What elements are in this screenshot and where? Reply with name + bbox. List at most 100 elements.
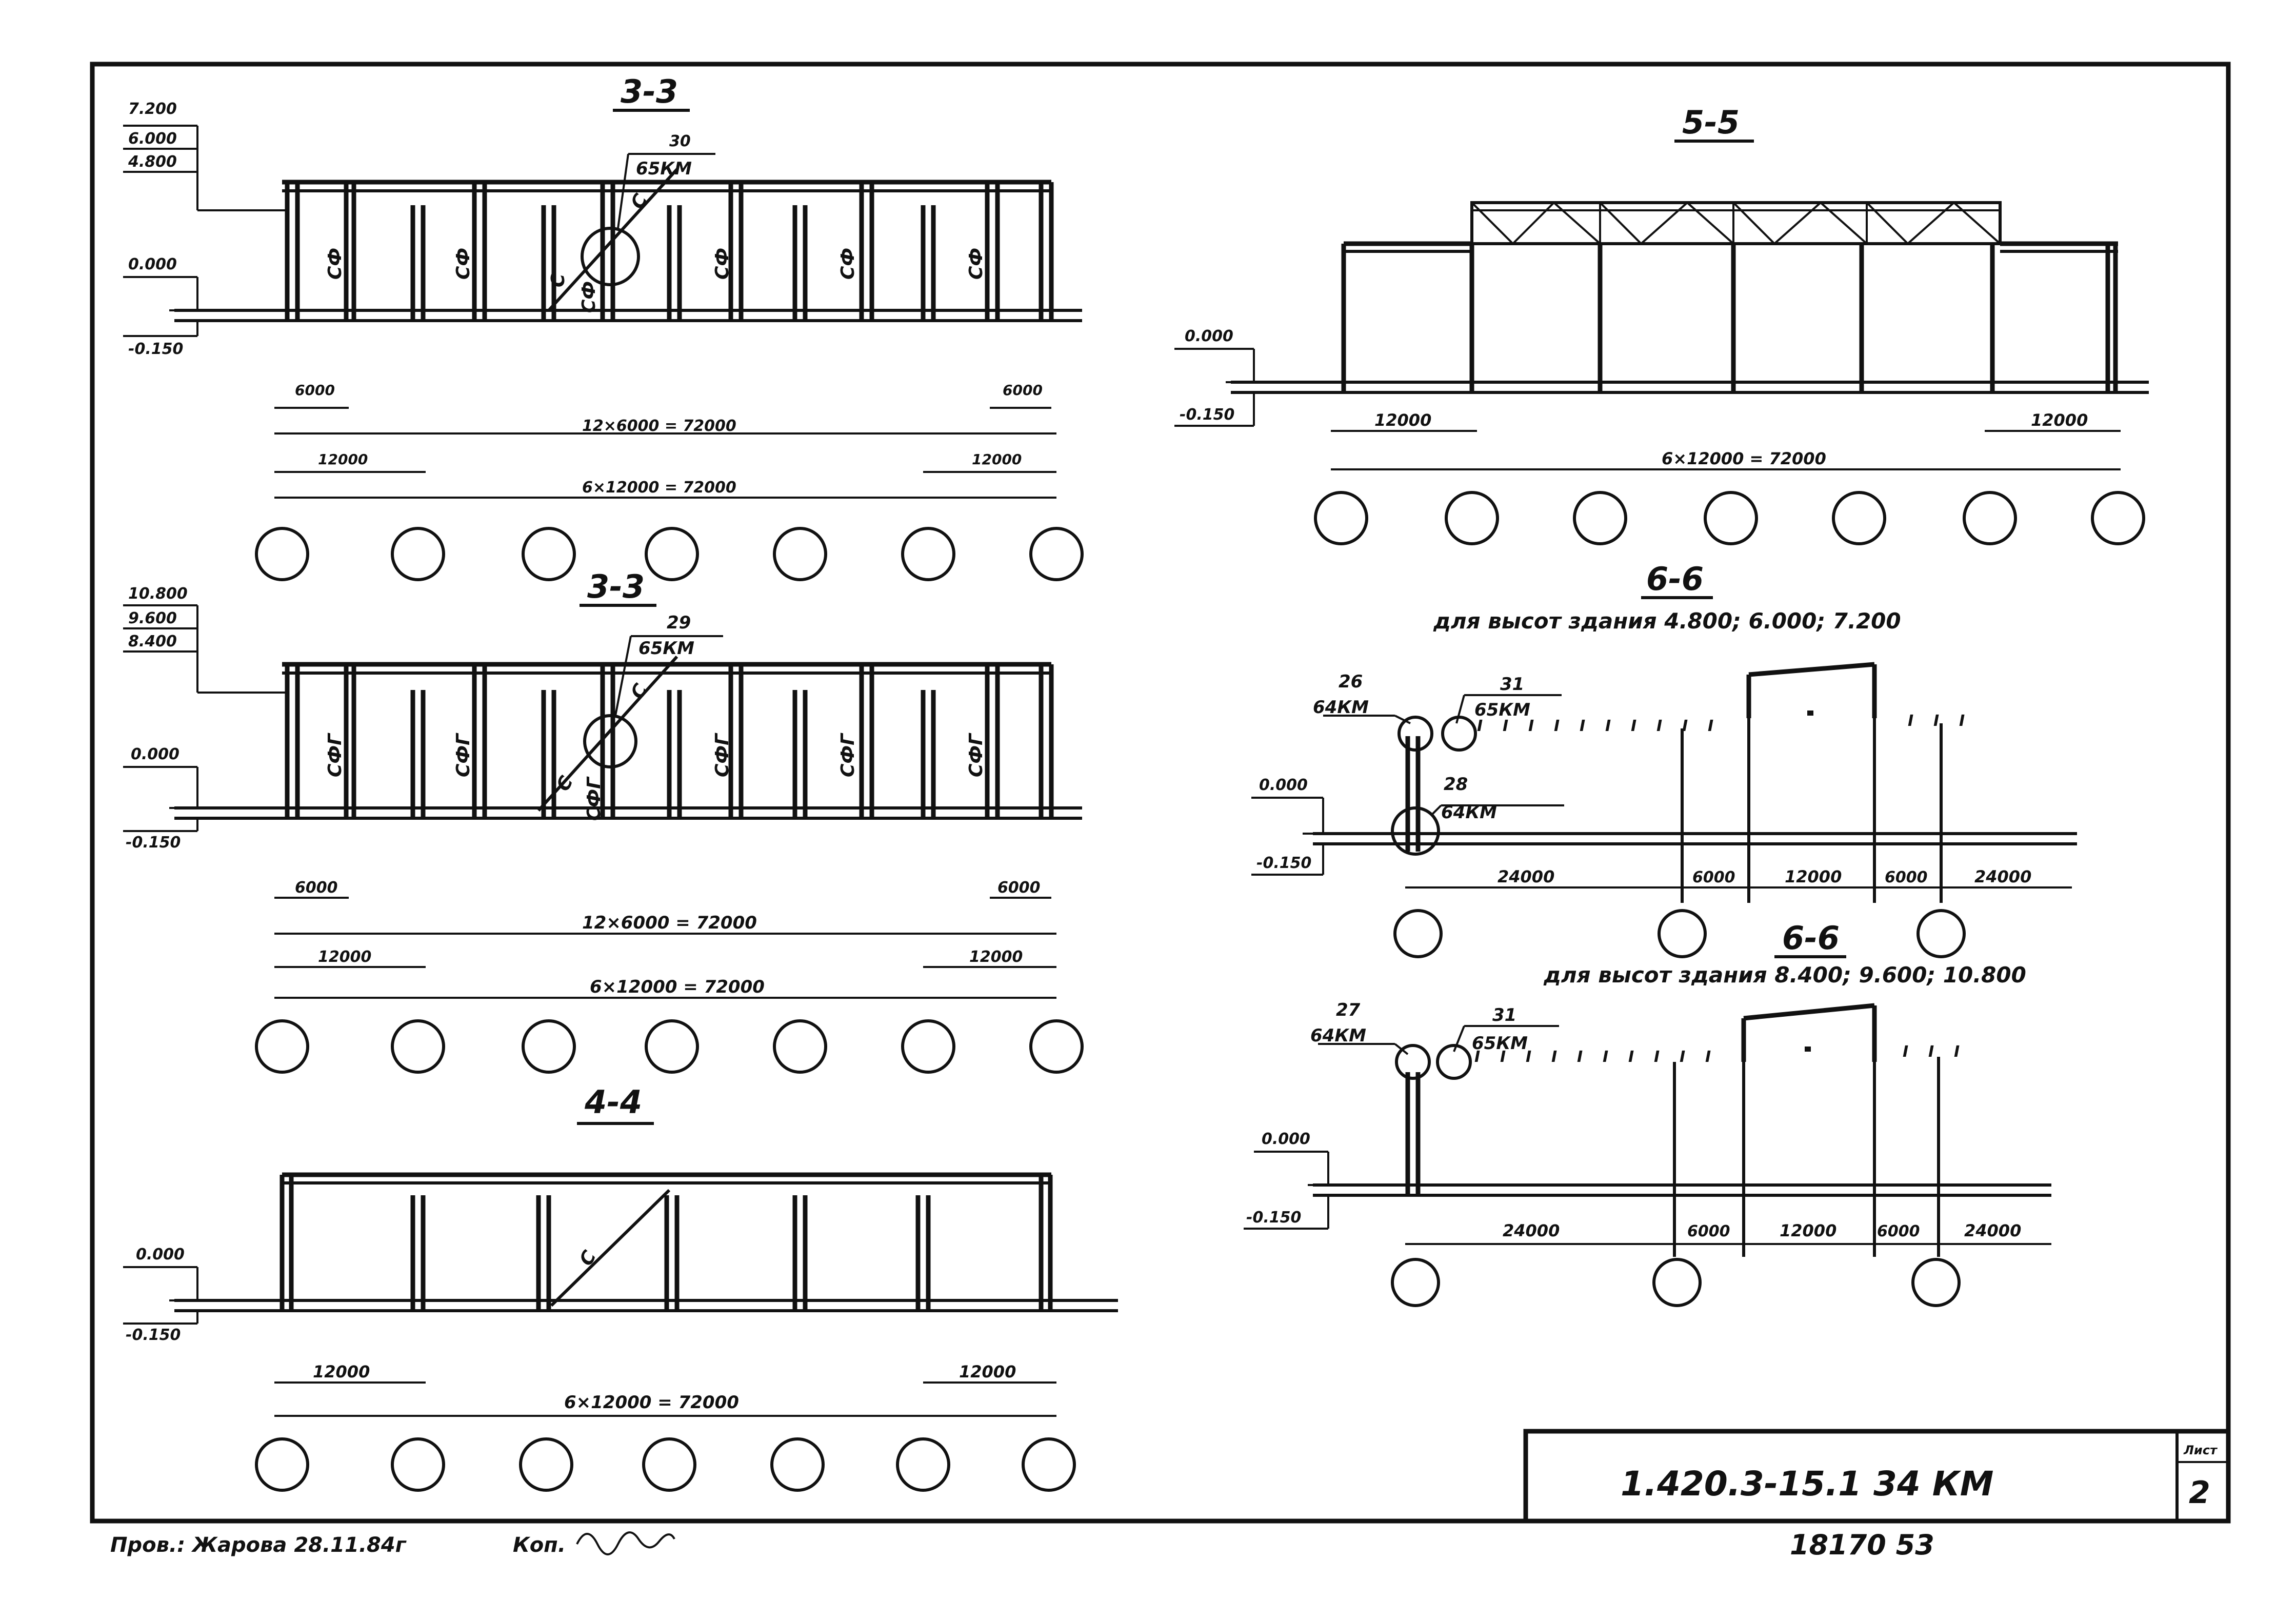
level-marks: 0.000 -0.150 bbox=[123, 1246, 287, 1344]
inventory-number: 18170 53 bbox=[1790, 1529, 1934, 1561]
dimension-label: 6000 bbox=[1877, 1222, 1920, 1240]
svg-text:I: I bbox=[1631, 717, 1636, 735]
wall-panel-labels: СФ СФ СФ СФ СФ СФ bbox=[325, 248, 987, 313]
base-level-label: -0.150 bbox=[126, 834, 181, 852]
svg-text:I: I bbox=[1503, 717, 1508, 735]
dimension-label: 12000 bbox=[969, 948, 1023, 966]
svg-text:I: I bbox=[1554, 717, 1560, 735]
callout-reference: 64КМ bbox=[1313, 697, 1369, 718]
base-level-label: -0.150 bbox=[1246, 1209, 1301, 1227]
section-6-6-low-heights: 6-6 для высот здания 4.800; 6.000; 7.200… bbox=[1251, 560, 2077, 958]
dimension-label: 24000 bbox=[1964, 1221, 2021, 1240]
zero-level-label: 0.000 bbox=[131, 745, 179, 763]
section-3-3-lower: 3-3 10.800 9.600 8.400 0.000 -0.150 bbox=[123, 568, 1084, 1074]
dimension-label: 6000 bbox=[1687, 1222, 1730, 1240]
base-level-label: -0.150 bbox=[1180, 406, 1234, 424]
svg-text:I: I bbox=[1551, 1048, 1557, 1066]
level-marks: 0.000 -0.150 bbox=[1174, 327, 1344, 427]
callout-number: 26 bbox=[1339, 672, 1363, 692]
title-block: 1.420.3-15.1 34 КМ Лист 2 bbox=[1523, 1429, 2231, 1524]
cross-brace bbox=[550, 1189, 671, 1307]
panel-label: СФ bbox=[325, 248, 346, 280]
zero-level-label: 0.000 bbox=[1185, 327, 1233, 345]
detail-callout-circle bbox=[1391, 806, 1440, 856]
callout-number: 31 bbox=[1492, 1005, 1516, 1025]
svg-text:I: I bbox=[1682, 717, 1688, 735]
base-level-label: -0.150 bbox=[128, 340, 183, 358]
svg-text:I: I bbox=[1528, 717, 1534, 735]
section-3-3-upper: 3-3 7.200 6.000 4.800 0.000 -0.150 bbox=[123, 73, 1084, 581]
level-label: 10.800 bbox=[128, 585, 188, 603]
panel-label: СФГ bbox=[584, 776, 605, 821]
section-title: 6-6 bbox=[1782, 919, 1840, 957]
zero-level-label: 0.000 bbox=[1262, 1130, 1310, 1148]
dimension-label: 12×6000 = 72000 bbox=[582, 417, 736, 435]
svg-text:I: I bbox=[1959, 712, 1965, 730]
callout-reference: 64КМ bbox=[1310, 1025, 1366, 1046]
svg-text:I: I bbox=[1708, 717, 1713, 735]
dimension-label: 12000 bbox=[959, 1362, 1016, 1381]
level-label: 7.200 bbox=[128, 100, 177, 118]
level-label: 8.400 bbox=[128, 633, 177, 650]
dimension-label: 6×12000 = 72000 bbox=[564, 1392, 739, 1413]
grid-axis-bubbles bbox=[255, 527, 1084, 581]
panel-label: СФГ bbox=[325, 733, 346, 777]
dimension-label: 6000 bbox=[295, 382, 335, 399]
level-label: 6.000 bbox=[128, 130, 177, 148]
section-title: 3-3 bbox=[587, 568, 645, 605]
panel-label: СФГ bbox=[712, 733, 733, 777]
dimension-label: 6×12000 = 72000 bbox=[582, 479, 736, 497]
detail-callout-circle bbox=[1397, 716, 1433, 752]
dimension-label: 12000 bbox=[972, 451, 1022, 468]
svg-text:I: I bbox=[1680, 1048, 1685, 1066]
panel-label: СФГ bbox=[453, 733, 474, 777]
detail-callout-circle bbox=[1395, 1044, 1431, 1080]
callout-reference: 65КМ bbox=[1474, 700, 1530, 720]
sheet-label: Лист bbox=[2183, 1443, 2218, 1457]
signature-mark bbox=[576, 1531, 675, 1555]
svg-text:I: I bbox=[1656, 717, 1662, 735]
svg-text:I: I bbox=[1903, 1043, 1908, 1061]
level-marks: 0.000 -0.150 bbox=[1251, 776, 1415, 876]
svg-text:I: I bbox=[1654, 1048, 1660, 1066]
callout-number: 29 bbox=[667, 613, 691, 633]
zero-level-label: 0.000 bbox=[1259, 776, 1308, 794]
dimension-label: 24000 bbox=[1498, 867, 1554, 886]
svg-text:I: I bbox=[1500, 1048, 1506, 1066]
footer-stamps: Пров.: Жарова 28.11.84г Коп. 18170 53 bbox=[110, 1529, 1934, 1561]
dimension-label: 6000 bbox=[1885, 868, 1928, 886]
section-subtitle: для высот здания 4.800; 6.000; 7.200 bbox=[1433, 608, 1901, 634]
section-title: 4-4 bbox=[584, 1083, 642, 1121]
section-6-6-high-heights: 6-6 для высот здания 8.400; 9.600; 10.80… bbox=[1244, 919, 2051, 1307]
roof-trusses bbox=[1470, 201, 2002, 245]
callout-number: 30 bbox=[669, 132, 691, 150]
drawing-code: 1.420.3-15.1 34 КМ bbox=[1621, 1464, 1993, 1504]
svg-text:I: I bbox=[1474, 1048, 1480, 1066]
dimension-label: 12000 bbox=[1780, 1221, 1836, 1240]
grid-axis-bubbles bbox=[255, 1019, 1084, 1074]
brace-label: С bbox=[575, 1247, 601, 1270]
copied-by: Коп. bbox=[513, 1533, 566, 1557]
dimension-label: 6000 bbox=[295, 879, 338, 897]
callout-number: 28 bbox=[1444, 774, 1468, 795]
callout-reference: 64КМ bbox=[1441, 802, 1497, 823]
base-level-label: -0.150 bbox=[1256, 854, 1311, 872]
svg-text:I: I bbox=[1526, 1048, 1531, 1066]
panel-label: СФГ bbox=[837, 733, 858, 777]
panel-label: СФ bbox=[578, 281, 600, 313]
frame-columns bbox=[279, 1175, 1053, 1311]
level-marks: 0.000 -0.150 bbox=[1244, 1130, 1421, 1230]
grid-axis-bubbles bbox=[255, 1437, 1076, 1492]
svg-text:I: I bbox=[1933, 712, 1939, 730]
zero-level-label: 0.000 bbox=[128, 255, 177, 273]
section-title: 6-6 bbox=[1646, 560, 1704, 598]
dimension-label: 6000 bbox=[1003, 382, 1043, 399]
dimension-label: 24000 bbox=[1974, 867, 2031, 886]
callout-reference: 65КМ bbox=[638, 638, 694, 659]
dimension-label: 24000 bbox=[1503, 1221, 1560, 1240]
sheet-frame bbox=[90, 62, 2231, 1524]
frame-columns bbox=[285, 664, 1054, 818]
